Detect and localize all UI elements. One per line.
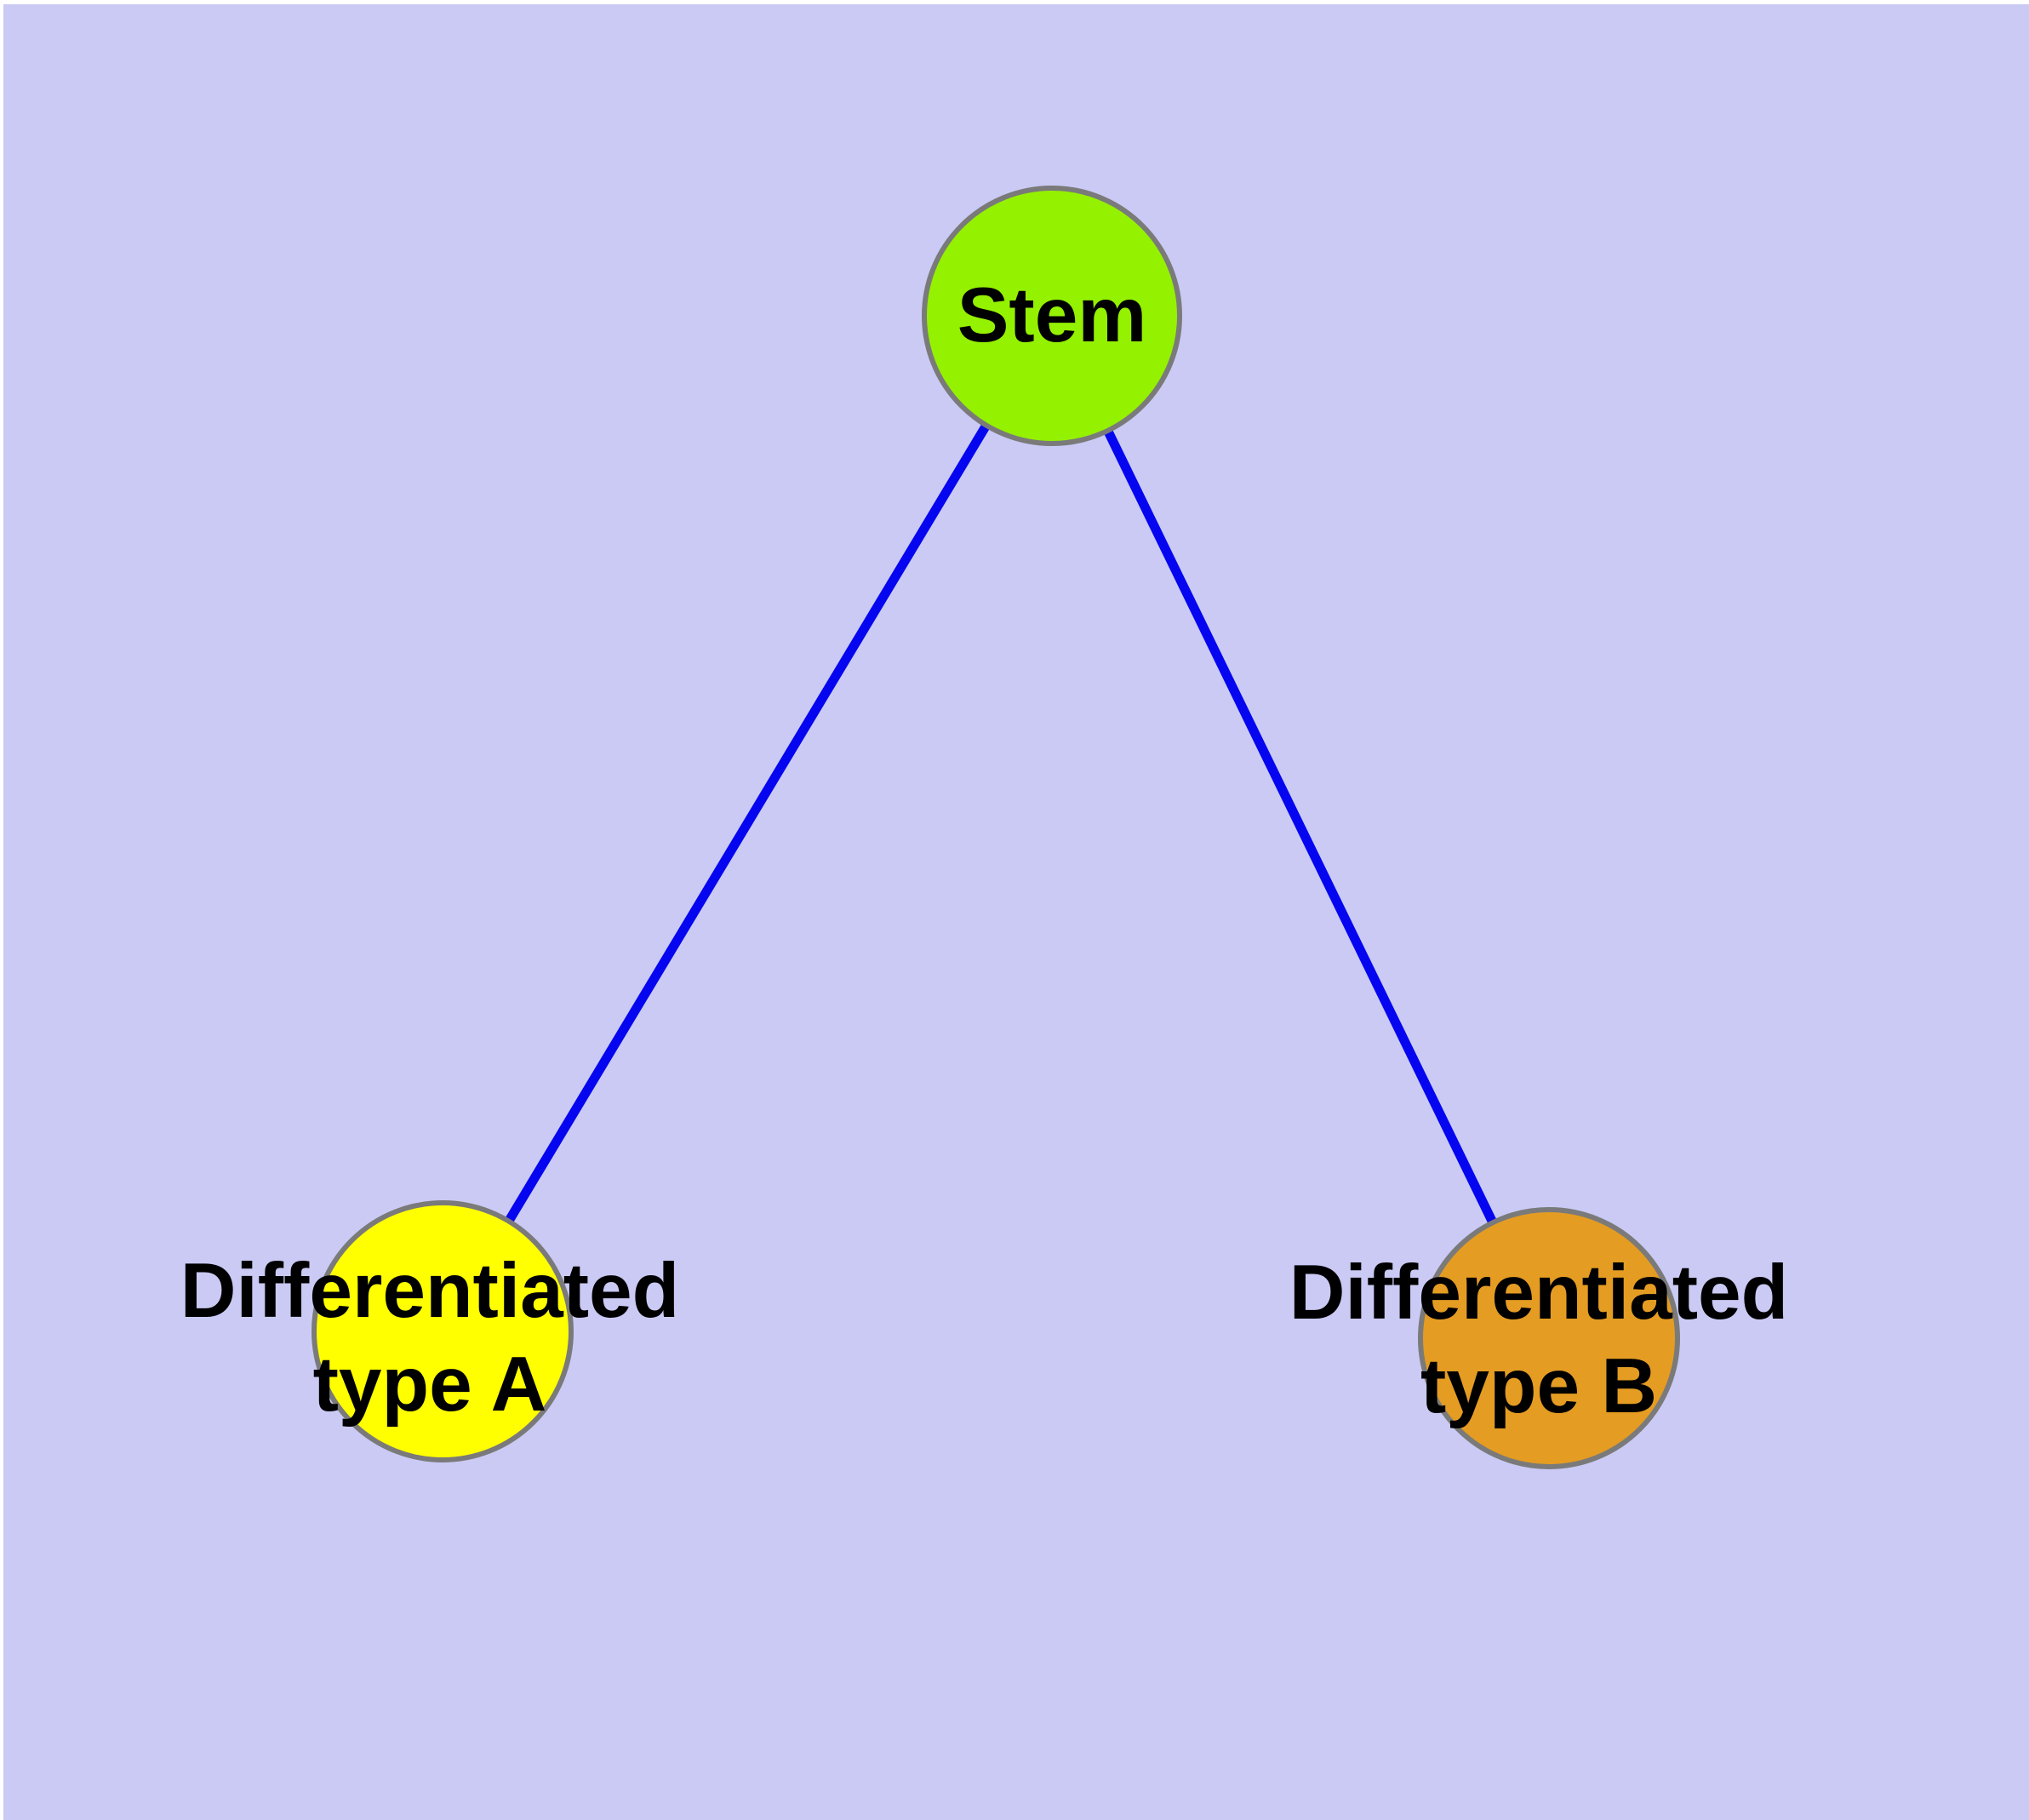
node-differentiated-type-b — [1418, 1207, 1680, 1469]
node-stem — [922, 186, 1182, 446]
edge-stem-to-type-a — [438, 313, 1056, 1334]
edge-stem-to-type-b — [1048, 313, 1553, 1341]
node-differentiated-type-a — [311, 1200, 574, 1462]
